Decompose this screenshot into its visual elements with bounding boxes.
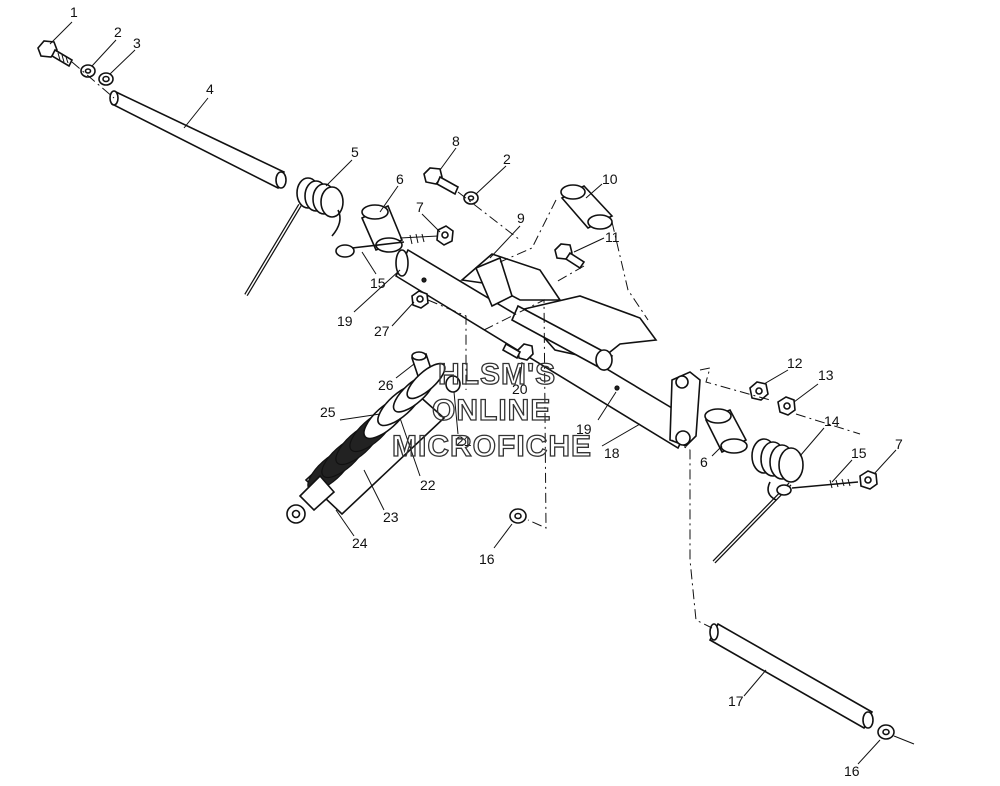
- watermark: HLSM'S ONLINE MICROFICHE: [391, 357, 592, 463]
- callout-26: 26: [378, 377, 394, 393]
- callout-18: 18: [604, 445, 620, 461]
- washer-part-3: [98, 72, 114, 86]
- watermark-line-2: ONLINE: [432, 394, 551, 427]
- callout-14: 14: [824, 413, 840, 429]
- callout-22: 22: [420, 477, 436, 493]
- callout-5: 5: [351, 144, 359, 160]
- watermark-line-1: HLSM'S: [438, 358, 556, 391]
- callout-12: 12: [787, 355, 803, 371]
- callout-19-left: 19: [337, 313, 353, 329]
- callout-23: 23: [383, 509, 399, 525]
- callout-13: 13: [818, 367, 834, 383]
- watermark-line-3: MICROFICHE: [392, 430, 592, 463]
- nut-part-13: [777, 396, 796, 416]
- torsion-spring-part-5: [244, 177, 344, 297]
- callout-labels: 1 2 3 4 5 6 7 8 2 10 9 11 15 19 27 26 20…: [70, 4, 903, 779]
- callout-16-bottom: 16: [844, 763, 860, 779]
- callout-1: 1: [70, 4, 78, 20]
- callout-27: 27: [374, 323, 390, 339]
- callout-9: 9: [517, 210, 525, 226]
- washer-part-2: [80, 64, 96, 78]
- nut-part-27: [411, 290, 429, 309]
- callout-6-right: 6: [700, 454, 708, 470]
- callout-8: 8: [452, 133, 460, 149]
- callout-4: 4: [206, 81, 214, 97]
- bolt-part-8: [423, 167, 460, 196]
- torsion-spring-part-14: [712, 438, 804, 564]
- eye-bolt-part-15-left: [335, 233, 439, 258]
- shock-absorber-part-23: [286, 362, 446, 524]
- callout-15-right: 15: [851, 445, 867, 461]
- leader-lines: [49, 21, 897, 765]
- bolt-part-20: [501, 342, 534, 361]
- assembly-centerlines: [71, 61, 861, 629]
- callout-10: 10: [602, 171, 618, 187]
- callout-11: 11: [605, 229, 620, 245]
- callout-16-middle: 16: [479, 551, 495, 567]
- washer-part-16-bottom: [877, 724, 895, 740]
- bushing-part-10: [560, 184, 614, 230]
- bolt-part-1: [37, 40, 74, 68]
- nut-part-12: [749, 381, 769, 401]
- bushing-part-6-left: [360, 204, 404, 253]
- washer-part-2-b: [463, 191, 479, 205]
- pivot-arm-assembly-part-18: [394, 248, 701, 450]
- shaft-part-4: [109, 90, 287, 190]
- callout-2: 2: [114, 24, 122, 40]
- callout-7-right: 7: [895, 436, 903, 452]
- eye-bolt-part-15-right: [776, 478, 859, 496]
- callout-21: 21: [456, 433, 472, 449]
- shaft-part-17: [708, 622, 874, 730]
- bushing-part-6-right: [704, 408, 748, 454]
- shock-eye-part-24: [286, 474, 336, 524]
- callout-2-b: 2: [503, 151, 511, 167]
- bolt-part-11: [554, 243, 586, 270]
- callout-7: 7: [416, 199, 424, 215]
- nut-part-7-left: [436, 225, 454, 246]
- callout-17: 17: [728, 693, 744, 709]
- callout-6: 6: [396, 171, 404, 187]
- washer-part-16-middle: [509, 508, 527, 524]
- callout-19-right: 19: [576, 421, 592, 437]
- eye-part-21: [445, 375, 461, 393]
- nut-part-7-right: [859, 470, 878, 490]
- callout-24: 24: [352, 535, 368, 551]
- callout-25: 25: [320, 404, 336, 420]
- callout-20: 20: [512, 381, 528, 397]
- callout-15-left: 15: [370, 275, 386, 291]
- callout-3: 3: [133, 35, 141, 51]
